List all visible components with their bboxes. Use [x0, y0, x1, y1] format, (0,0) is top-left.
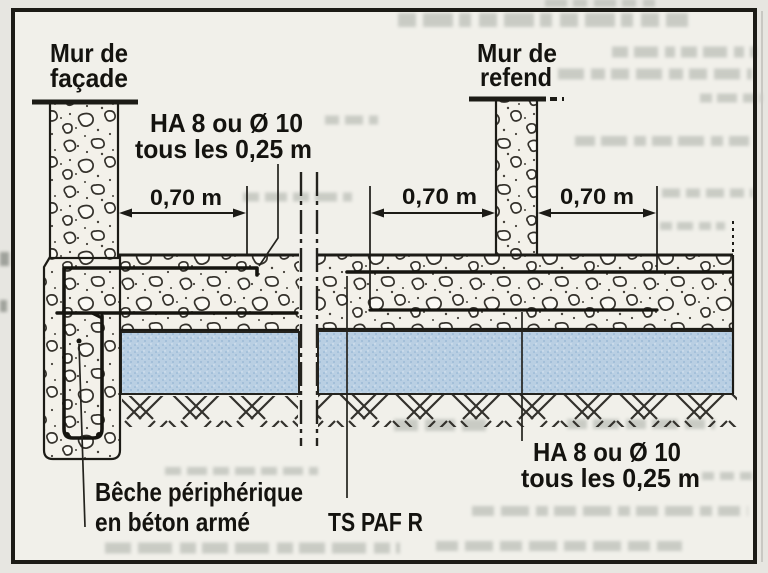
leader-lines: [78, 164, 523, 528]
leader-rebar-facade: [258, 164, 279, 267]
mesh-label: TS PAF R: [328, 507, 423, 537]
footing-label-line2: en béton armé: [95, 507, 250, 537]
slab-outlines: [118, 221, 735, 394]
wall-cap-lines: [32, 96, 568, 105]
dimension-lines: [119, 186, 658, 308]
leader-footing: [78, 343, 86, 528]
scan-edge-marks: [0, 252, 9, 312]
refend-wall: [494, 98, 539, 257]
section-break-lines: [299, 172, 319, 446]
rebar-refend-label-line2: tous les 0,25 m: [521, 463, 700, 493]
refend-wall-label-line2: refend: [480, 62, 552, 92]
drawing-border-frame: [11, 8, 757, 564]
facade-wall-label-line1: Mur de: [50, 38, 128, 68]
insulation-layer: [120, 330, 734, 395]
rebar-facade-label-line1: HA 8 ou Ø 10: [150, 108, 303, 138]
facade-wall-label-line2: façade: [50, 63, 128, 93]
print-bleed-through: [105, 0, 762, 554]
concrete-slab: [118, 255, 733, 330]
facade-wall: [48, 100, 120, 260]
rebar-facade-label-line2: tous les 0,25 m: [135, 134, 312, 164]
bar-section-dots: [64, 338, 102, 438]
dimension-refend-right-label: 0,70 m: [560, 184, 634, 209]
rebar-refend-label-line1: HA 8 ou Ø 10: [533, 437, 681, 467]
footing-label-line1: Bêche périphérique: [95, 477, 303, 507]
soil-hatch: [122, 395, 737, 427]
text-labels: Mur de façade Mur de refend HA 8 ou Ø 10…: [50, 38, 700, 537]
dimension-refend-left-label: 0,70 m: [402, 184, 477, 209]
dimension-facade-label: 0,70 m: [150, 185, 222, 210]
refend-wall-label-line1: Mur de: [477, 38, 557, 68]
